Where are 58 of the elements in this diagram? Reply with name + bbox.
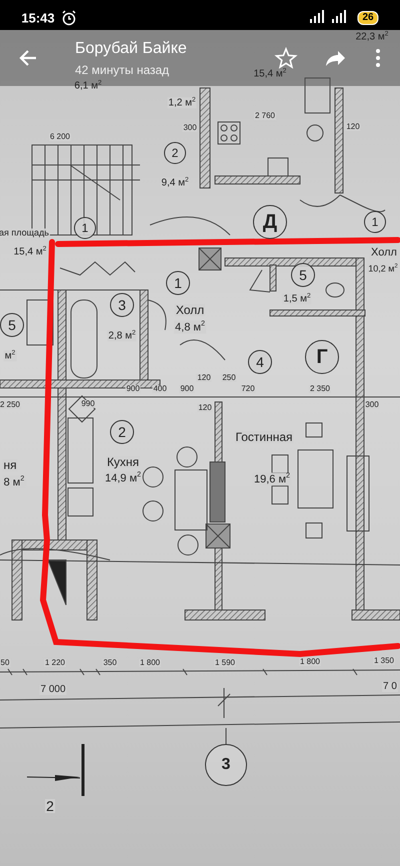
plan-text: Холл xyxy=(174,304,206,316)
room-number: 1 xyxy=(364,211,386,233)
dimension-text: 1 590 xyxy=(214,659,236,667)
dimension-text: 1 800 xyxy=(138,659,162,667)
plan-text: Кухня xyxy=(106,456,140,468)
dimension-text: 2 250 xyxy=(0,401,22,409)
dimension-text: 2 350 xyxy=(308,385,332,393)
plan-text: 22,3 м$^{2}$ xyxy=(356,31,388,43)
dimension-text: 1 220 xyxy=(44,659,66,667)
dimension-text: 1 800 xyxy=(298,658,322,666)
room-number: 3 xyxy=(110,293,134,317)
room-number: 2 xyxy=(110,420,134,444)
plan-text: 7 000 xyxy=(39,685,67,695)
plan-text: Гостинная xyxy=(234,431,294,443)
plan-text: 2,8 м$^{2}$ xyxy=(107,330,137,342)
plan-text: 1,2 м$^{2}$ xyxy=(167,97,197,109)
plan-text: 9,4 м$^{2}$ xyxy=(160,177,190,189)
time-ago-text: 42 минуты назад xyxy=(75,64,170,76)
room-number: 3 xyxy=(205,744,247,786)
plan-text: 8 м$^{2}$ xyxy=(2,476,26,488)
dimension-text: 1 350 xyxy=(372,657,396,665)
dimension-text: 2 760 xyxy=(254,112,276,120)
dimension-text: 250 xyxy=(221,374,237,382)
dimension-text: 120 xyxy=(345,123,361,131)
plan-text: 4,8 м$^{2}$ xyxy=(174,320,206,334)
dimension-text: 900 xyxy=(125,385,141,393)
plan-text: Холл xyxy=(370,248,398,258)
room-number: 1 xyxy=(166,271,190,295)
dimension-text: 120 xyxy=(196,374,212,382)
dimension-text: 120 xyxy=(197,404,213,412)
plan-text: 15,4 м$^{2}$ xyxy=(254,68,286,80)
plan-text: 7 0 xyxy=(382,682,398,692)
room-number: 2 xyxy=(164,142,186,164)
dimension-text: 50 xyxy=(0,659,10,667)
room-number: 5 xyxy=(0,313,24,337)
chat-title: Борубай Байке xyxy=(75,41,187,57)
plan-text: 2 xyxy=(45,799,55,813)
room-number: Г xyxy=(305,340,339,374)
room-number: 1 xyxy=(74,217,96,239)
room-number: Д xyxy=(253,205,287,239)
dimension-text: 350 xyxy=(102,659,118,667)
dimension-text: 990 xyxy=(80,400,96,408)
dimension-text: 720 xyxy=(240,385,256,393)
dimension-text: 6 200 xyxy=(48,133,72,141)
plan-text: 1,5 м$^{2}$ xyxy=(282,293,312,305)
plan-text: м$^{2}$ xyxy=(4,350,16,362)
clock-time: 15:43 xyxy=(21,12,55,24)
plan-text: 10,2 м$^{2}$ xyxy=(367,264,399,274)
plan-text: 14,9 м$^{2}$ xyxy=(104,472,142,484)
room-number: 4 xyxy=(248,350,272,374)
plan-text: 19,6 м$^{2}$ xyxy=(253,472,291,486)
dimension-text: 900 xyxy=(179,385,195,393)
dimension-text: 400 xyxy=(152,385,168,393)
plan-text: 15,4 м$^{2}$ xyxy=(12,246,48,258)
room-number: 5 xyxy=(291,263,315,287)
dimension-text: 300 xyxy=(364,401,380,409)
plan-text: 6,1 м$^{2}$ xyxy=(74,80,102,92)
dimension-text: 300 xyxy=(182,124,198,132)
